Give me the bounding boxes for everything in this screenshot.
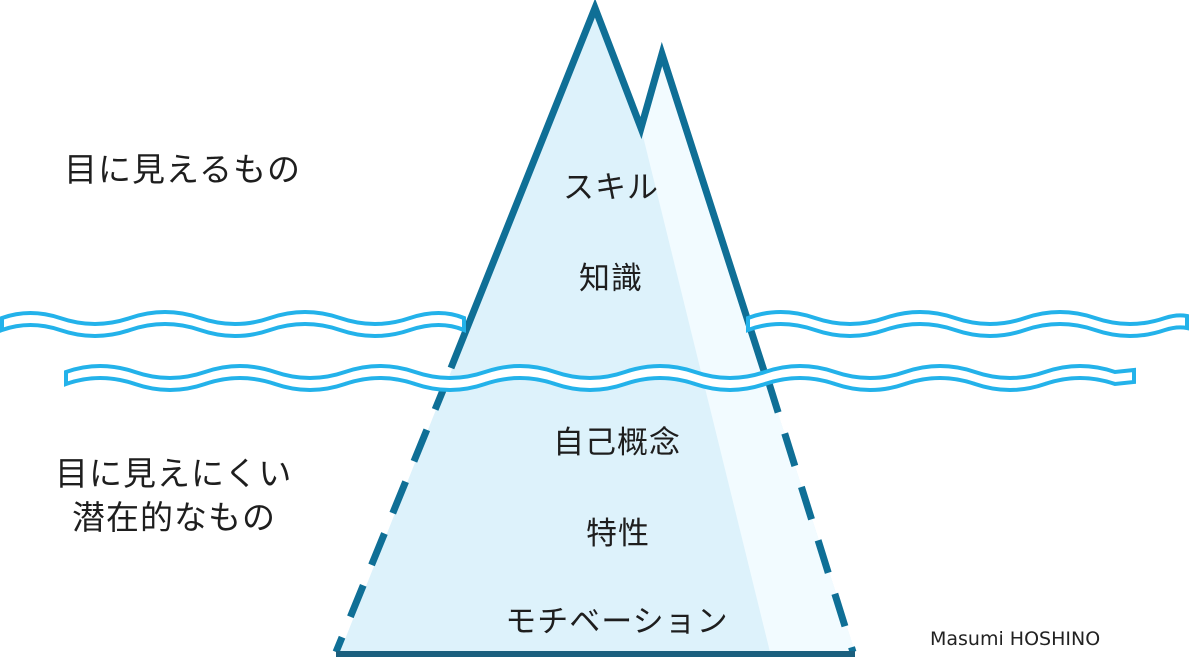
skill-label: スキル [563,170,659,206]
iceberg-outline-hidden-right [764,378,857,654]
wave-upper-right [746,310,1189,338]
traits-label: 特性 [586,516,650,552]
iceberg-outline-hidden-left [332,376,452,654]
iceberg-fill [340,8,855,652]
iceberg-light-face [641,54,855,652]
hidden-label-line1: 目に見えにくい [55,454,293,493]
knowledge-label: 知識 [579,261,643,297]
wave-lower [64,364,1136,392]
credit: Masumi HOSHINO [930,628,1101,650]
motivation-label: モチベーション [505,604,729,640]
wave-upper-left [0,310,466,338]
hidden-label-line2: 潜在的なもの [72,498,276,537]
self-concept-label: 自己概念 [553,425,681,461]
iceberg-outline-visible [447,0,769,376]
visible-label: 目に見えるもの [64,150,302,189]
